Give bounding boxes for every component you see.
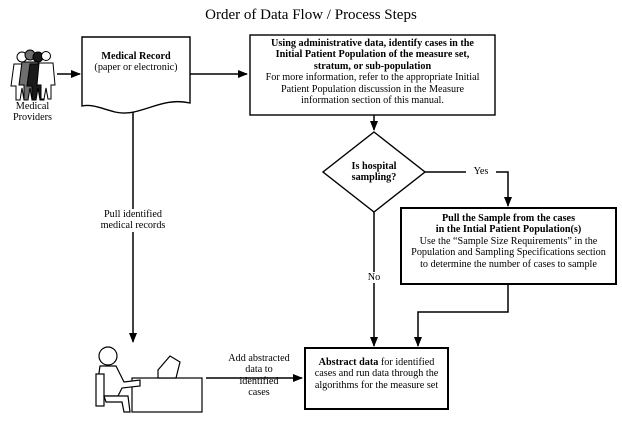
identify-cases-text: Using administrative data, identify case… — [251, 38, 494, 107]
identify-bold-line: stratum, or sub-population — [313, 60, 432, 72]
medical-record-shape — [81, 36, 191, 114]
abstractor-at-desk-icon — [95, 346, 203, 413]
sample-info-line: Population and Sampling Specifications s… — [411, 247, 606, 259]
diagram-title: Order of Data Flow / Process Steps — [205, 7, 417, 23]
medical-record-text: Medical Record (paper or electronic) — [82, 51, 190, 74]
pull-records-label: Pull identified medical records — [90, 209, 176, 232]
decision-text: Is hospital sampling? — [334, 161, 414, 184]
sample-bold-line: in the Intial Patient Population(s) — [435, 224, 582, 236]
add-abstracted-line: data to — [245, 364, 273, 376]
no-label: No — [363, 272, 385, 284]
sample-info-line: to determine the number of cases to samp… — [420, 258, 597, 270]
pull-records-line: medical records — [100, 220, 166, 232]
add-abstracted-label: Add abstracted data to identified cases — [222, 353, 296, 399]
providers-label-line: Providers — [12, 112, 53, 124]
pull-sample-text: Pull the Sample from the cases in the In… — [403, 213, 614, 270]
abstract-first-line-rest: for identified — [378, 357, 435, 368]
decision-line: sampling? — [351, 172, 397, 184]
identify-bold-line: Using administrative data, identify case… — [271, 38, 474, 49]
abstract-data-box — [304, 347, 449, 410]
add-abstracted-line: cases — [248, 387, 270, 399]
decision-line: Is hospital — [351, 161, 397, 172]
abstract-line: algorithms for the measure set — [314, 379, 439, 391]
abstract-data-text: Abstract data for identified cases and r… — [306, 357, 447, 391]
medical-record-title: Medical Record — [101, 51, 171, 62]
abstract-bold-part: Abstract data — [318, 357, 379, 368]
providers-label: Medical Providers — [5, 101, 60, 124]
identify-bold-line: Initial Patient Population of the measur… — [275, 49, 470, 61]
medical-record-subtitle: (paper or electronic) — [94, 62, 178, 74]
providers-label-line: Medical — [15, 101, 50, 112]
arrow-yes-to-sample — [425, 171, 512, 207]
identify-info-line: information section of this manual. — [301, 95, 444, 107]
abstract-line: cases and run data through the — [314, 368, 439, 380]
identify-info-line: Patient Population discussion in the Mea… — [280, 83, 465, 95]
abstract-first-line: Abstract data for identified — [306, 357, 447, 368]
identify-cases-box — [249, 34, 496, 116]
arrow-sample-to-abstract — [414, 284, 509, 347]
add-abstracted-line: Add abstracted — [228, 353, 290, 364]
sample-bold-line: Pull the Sample from the cases — [441, 213, 576, 224]
add-abstracted-line: identified — [239, 375, 279, 387]
medical-providers-icon — [10, 49, 56, 101]
identify-info-line: For more information, refer to the appro… — [265, 72, 480, 84]
yes-label: Yes — [466, 166, 496, 178]
pull-records-line: Pull identified — [103, 209, 162, 220]
pull-sample-box — [400, 207, 617, 285]
sample-info-line: Use the “Sample Size Requirements” in th… — [419, 235, 598, 247]
